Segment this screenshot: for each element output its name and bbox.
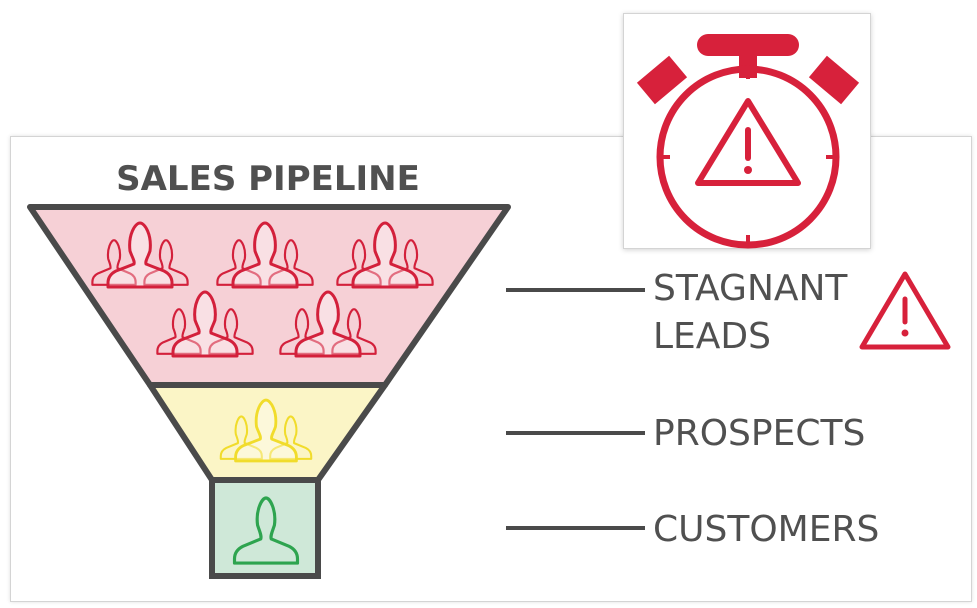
stage-label-leads-line1: STAGNANT [653, 268, 848, 309]
stopwatch-warning-icon [636, 34, 860, 249]
page-title: SALES PIPELINE [116, 159, 420, 199]
stage-label-prospects: PROSPECTS [653, 413, 865, 454]
stage-label-customers: CUSTOMERS [653, 509, 879, 550]
stage-label-leads-line2: LEADS [653, 316, 771, 357]
customers-section [209, 477, 321, 579]
warning-triangle-icon [859, 271, 951, 350]
